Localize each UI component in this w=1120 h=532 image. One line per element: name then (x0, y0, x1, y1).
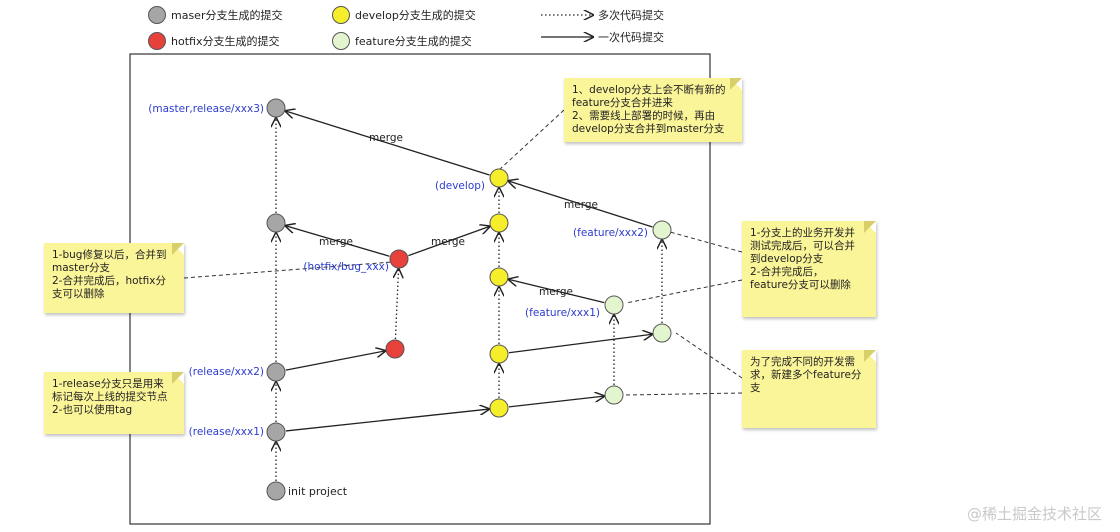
legend-item-hotfix: hotfix分支生成的提交 (148, 32, 279, 50)
edge-label-h1-m3: merge (319, 236, 353, 248)
legend-swatch-master (148, 6, 166, 24)
edge-d5-r3 (286, 111, 490, 176)
connector-note-feature-done-b (625, 279, 743, 304)
legend-label-single: 一次代码提交 (598, 30, 664, 44)
commit-node-d1 (489, 398, 509, 418)
commit-label-d5: (develop) (435, 180, 485, 192)
commit-label-f1b: (feature/xxx1) (525, 307, 600, 319)
commit-node-d2 (489, 344, 509, 364)
commit-label-f2b: (feature/xxx2) (573, 227, 648, 239)
commit-node-f1b (604, 295, 624, 315)
connector-note-feature-new-a (675, 332, 743, 379)
edge-h2-h1 (395, 269, 398, 340)
commit-node-m3 (266, 213, 286, 233)
commit-nodes: init project (release/xxx1) (release/xxx2)… (148, 98, 672, 501)
commit-label-init: init project (288, 485, 348, 498)
legend-label-master: maser分支生成的提交 (171, 8, 282, 22)
legend-label-hotfix: hotfix分支生成的提交 (171, 34, 279, 48)
legend-swatch-hotfix (148, 32, 166, 50)
commit-edges: merge merge merge merge merge (276, 111, 662, 481)
legend-item-master: maser分支生成的提交 (148, 6, 282, 24)
legend-swatch-develop (332, 6, 350, 24)
commit-node-r3 (266, 98, 286, 118)
commit-node-h1 (389, 249, 409, 269)
edge-f2b-d5 (509, 181, 653, 228)
legend-item-multi: 多次代码提交 (541, 8, 664, 22)
legend: maser分支生成的提交 hotfix分支生成的提交 develop分支生成的提交 f… (148, 6, 664, 50)
note-develop: 1、develop分支上会不断有新的 feature分支合并进来 2、需要线上部… (564, 78, 742, 142)
commit-node-r1 (266, 422, 286, 442)
legend-item-feature: feature分支生成的提交 (332, 32, 472, 50)
watermark: @稀土掘金技术社区 (966, 505, 1102, 523)
edge-h1-m3 (286, 226, 390, 257)
note-hotfix: 1-bug修复以后，合并到 master分支 2-合并完成后，hotfix分 支… (44, 243, 184, 313)
edge-f1b-d3 (509, 279, 605, 304)
commit-label-r2: (release/xxx2) (189, 366, 264, 378)
edge-r1-d1 (285, 409, 489, 432)
commit-node-f1a (604, 385, 624, 405)
edge-label-d5-r3: merge (369, 132, 403, 144)
legend-label-develop: develop分支生成的提交 (355, 8, 476, 22)
legend-item-develop: develop分支生成的提交 (332, 6, 476, 24)
commit-node-f2b (652, 220, 672, 240)
commit-node-d5 (489, 168, 509, 188)
note-connectors (183, 109, 743, 396)
note-release: 1-release分支只是用来 标记每次上线的提交节点 2-也可以使用tag (44, 372, 184, 434)
commit-node-f2a (652, 323, 672, 343)
legend-swatch-feature (332, 32, 350, 50)
edge-h1-d4 (408, 226, 489, 257)
note-feature-new: 为了完成不同的开发需 求，新建多个feature分 支 (742, 350, 876, 428)
commit-label-r3: (master,release/xxx3) (148, 103, 264, 115)
connector-note-feature-new-b (625, 392, 743, 396)
edge-label-f2b-d5: merge (564, 199, 598, 211)
connector-note-develop (498, 109, 565, 171)
legend-label-feature: feature分支生成的提交 (355, 34, 472, 48)
commit-node-r2 (266, 362, 286, 382)
edge-d1-f1a (508, 396, 604, 408)
legend-item-single: 一次代码提交 (541, 30, 664, 44)
commit-label-h1: (hotfix/bug_xxx) (303, 261, 389, 273)
commit-node-h2 (385, 339, 405, 359)
commit-node-init (266, 481, 286, 501)
commit-node-d3 (489, 267, 509, 287)
note-feature-done: 1-分支上的业务开发并 测试完成后，可以合并 到develop分支 2-合并完成… (742, 221, 876, 317)
edge-d2-f2a (508, 334, 652, 354)
commit-node-d4 (489, 213, 509, 233)
connector-note-feature-done-a (669, 231, 743, 253)
edge-label-f1b-d3: merge (539, 286, 573, 298)
edge-label-h1-d4: merge (431, 236, 465, 248)
edge-r2-h2 (285, 351, 385, 371)
legend-label-multi: 多次代码提交 (598, 8, 664, 22)
commit-label-r1: (release/xxx1) (189, 426, 264, 438)
